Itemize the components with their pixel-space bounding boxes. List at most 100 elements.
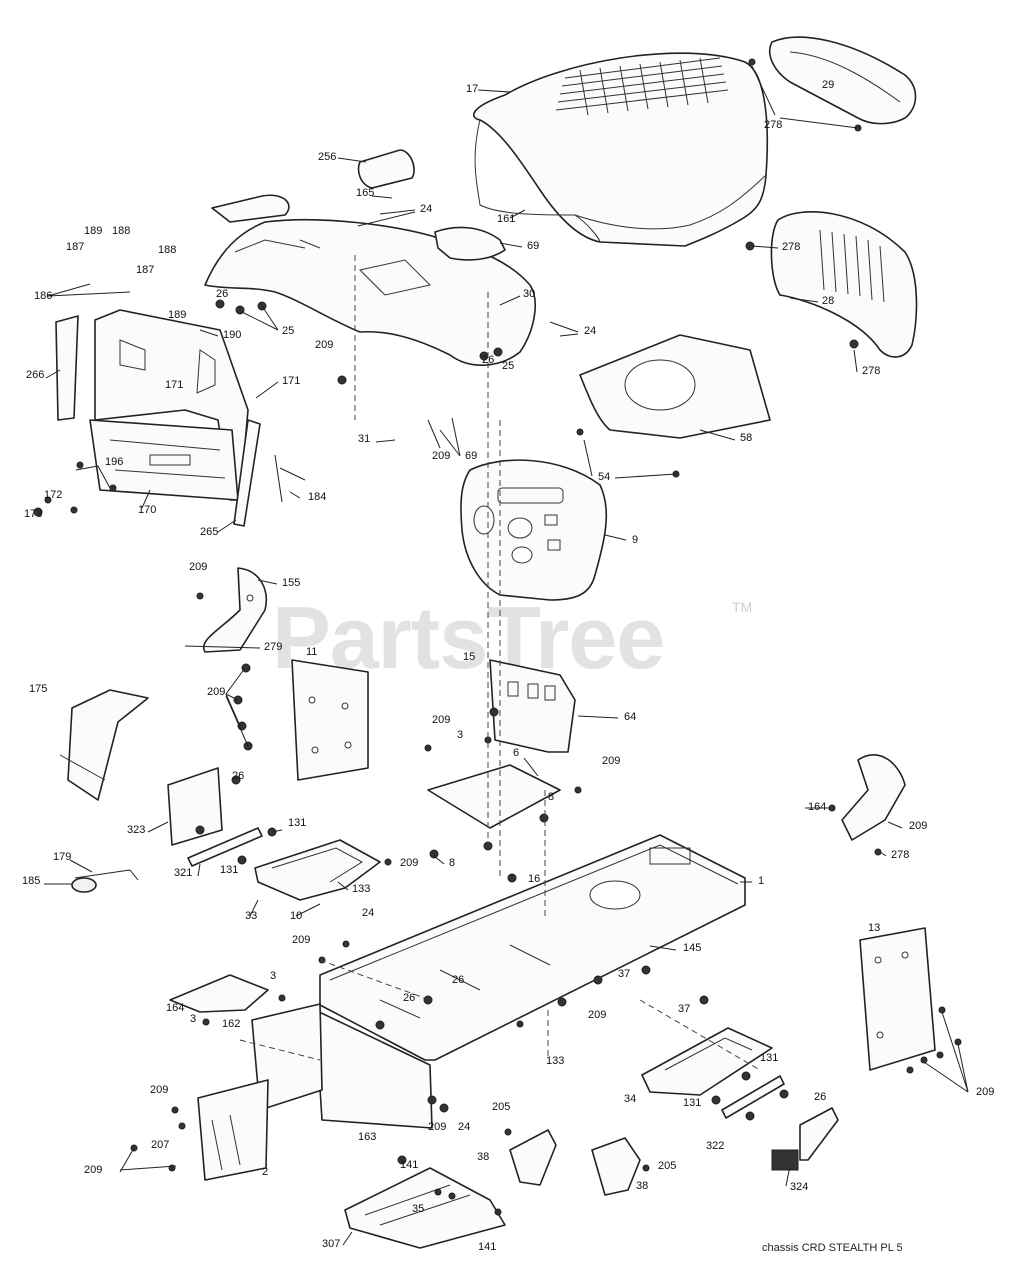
- part-callout-58: 58: [740, 432, 752, 444]
- part-callout-164: 164: [166, 1002, 184, 1014]
- part-callout-185: 185: [22, 875, 40, 887]
- part-callout-3: 3: [190, 1013, 196, 1025]
- part-callout-2: 2: [262, 1166, 268, 1178]
- part-callout-278: 278: [862, 365, 880, 377]
- part-callout-189: 189: [168, 309, 186, 321]
- part-callout-171: 171: [282, 375, 300, 387]
- watermark-trademark: TM: [732, 599, 752, 615]
- part-callout-188: 188: [158, 244, 176, 256]
- part-callout-38: 38: [477, 1151, 489, 1163]
- part-callout-209: 209: [432, 714, 450, 726]
- part-bar-321: [187, 827, 263, 867]
- part-callout-322: 322: [706, 1140, 724, 1152]
- part-side-plate-2: [197, 1079, 269, 1181]
- part-plate-323: [167, 767, 223, 846]
- part-plate-6: [427, 764, 561, 829]
- part-callout-3: 3: [270, 970, 276, 982]
- part-callout-131: 131: [683, 1097, 701, 1109]
- part-callout-209: 209: [602, 755, 620, 767]
- part-callout-141: 141: [478, 1241, 496, 1253]
- part-callout-256: 256: [318, 151, 336, 163]
- part-bar-322: [721, 1075, 785, 1119]
- part-callout-279: 279: [264, 641, 282, 653]
- part-callout-69: 69: [527, 240, 539, 252]
- part-callout-179: 179: [53, 851, 71, 863]
- part-plate-11: [291, 659, 369, 781]
- part-callout-64: 64: [624, 711, 636, 723]
- part-callout-173: 173: [24, 508, 42, 520]
- part-bracket-324: [771, 1107, 839, 1171]
- part-bracket-38-left: [509, 1129, 557, 1186]
- part-callout-24: 24: [362, 907, 374, 919]
- part-callout-25: 25: [282, 325, 294, 337]
- part-callout-209: 209: [909, 820, 927, 832]
- part-bracket-38-right: [591, 1137, 641, 1196]
- part-callout-209: 209: [150, 1084, 168, 1096]
- part-callout-209: 209: [432, 450, 450, 462]
- part-callout-26: 26: [403, 992, 415, 1004]
- part-front-support: [55, 309, 261, 527]
- part-callout-164: 164: [808, 801, 826, 813]
- part-callout-16: 16: [528, 873, 540, 885]
- part-lever-185: [71, 869, 139, 893]
- part-bracket-164-right: [841, 754, 906, 841]
- part-callout-209: 209: [976, 1086, 994, 1098]
- part-callout-324: 324: [790, 1181, 808, 1193]
- part-callout-205: 205: [492, 1101, 510, 1113]
- part-rod-184: [274, 454, 306, 503]
- part-callout-24: 24: [458, 1121, 470, 1133]
- part-callout-209: 209: [292, 934, 310, 946]
- part-instrument-console: [460, 459, 608, 601]
- part-callout-265: 265: [200, 526, 218, 538]
- part-callout-209: 209: [588, 1009, 606, 1021]
- part-callout-15: 15: [463, 651, 475, 663]
- part-callout-188: 188: [112, 225, 130, 237]
- part-side-cover-13: [859, 927, 936, 1071]
- part-dash-cover: [579, 334, 771, 439]
- part-callout-209: 209: [428, 1121, 446, 1133]
- part-bracket-164-lower: [169, 974, 269, 1013]
- part-callout-24: 24: [584, 325, 596, 337]
- part-callout-24: 24: [420, 203, 432, 215]
- part-callout-163: 163: [358, 1131, 376, 1143]
- part-grille: [770, 211, 918, 358]
- part-callout-171: 171: [165, 379, 183, 391]
- part-callout-184: 184: [308, 491, 326, 503]
- part-hood: [472, 52, 769, 247]
- part-callout-6: 6: [513, 747, 519, 759]
- part-callout-266: 266: [26, 369, 44, 381]
- part-callout-307: 307: [322, 1238, 340, 1250]
- part-callout-323: 323: [127, 824, 145, 836]
- part-callout-31: 31: [358, 433, 370, 445]
- part-callout-145: 145: [683, 942, 701, 954]
- part-callout-8: 8: [548, 791, 554, 803]
- part-callout-8: 8: [449, 857, 455, 869]
- part-callout-175: 175: [29, 683, 47, 695]
- part-callout-1: 1: [758, 875, 764, 887]
- part-callout-69: 69: [465, 450, 477, 462]
- part-callout-155: 155: [282, 577, 300, 589]
- part-callout-196: 196: [105, 456, 123, 468]
- part-callout-9: 9: [632, 534, 638, 546]
- part-callout-209: 209: [207, 686, 225, 698]
- part-callout-26: 26: [482, 354, 494, 366]
- part-callout-38: 38: [636, 1180, 648, 1192]
- part-callout-205: 205: [658, 1160, 676, 1172]
- part-callout-37: 37: [618, 968, 630, 980]
- part-callout-133: 133: [352, 883, 370, 895]
- part-callout-3: 3: [457, 729, 463, 741]
- part-callout-35: 35: [412, 1203, 424, 1215]
- part-callout-11: 11: [306, 646, 317, 658]
- part-callout-133: 133: [546, 1055, 564, 1067]
- part-callout-209: 209: [315, 339, 333, 351]
- part-callout-186: 186: [34, 290, 52, 302]
- hardware-fasteners: [33, 58, 962, 1216]
- part-callout-26: 26: [814, 1091, 826, 1103]
- part-callout-209: 209: [189, 561, 207, 573]
- part-callout-29: 29: [822, 79, 834, 91]
- part-callout-26: 26: [216, 288, 228, 300]
- assembly-guides: [239, 255, 761, 1071]
- part-callout-165: 165: [356, 187, 374, 199]
